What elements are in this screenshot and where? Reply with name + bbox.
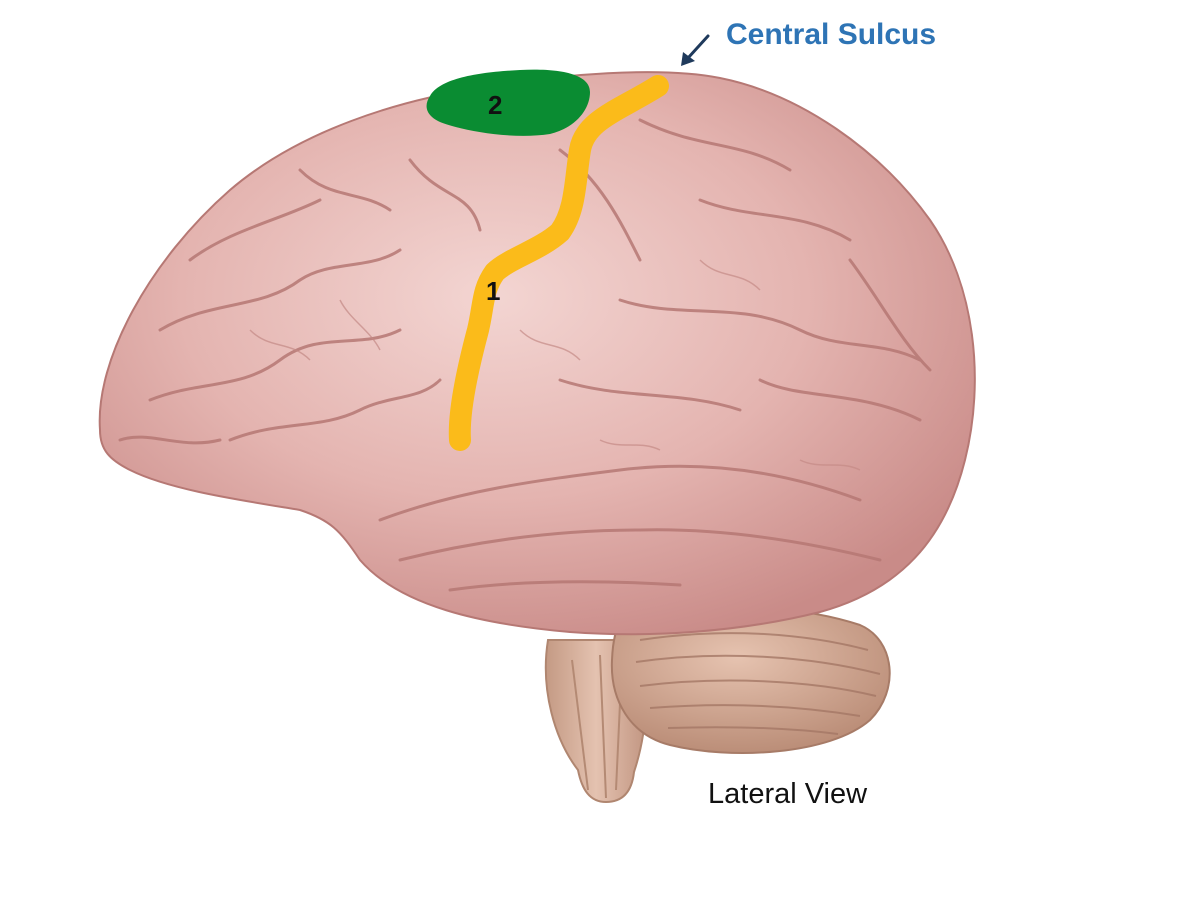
view-caption: Lateral View — [708, 778, 868, 810]
cerebral-cortex — [98, 71, 976, 636]
marker-2-label: 2 — [488, 90, 503, 120]
marker-1-label: 1 — [486, 276, 501, 306]
region-2-marker — [426, 69, 590, 136]
arrow-down-left-icon — [681, 34, 710, 66]
central-sulcus-label: Central Sulcus — [726, 18, 937, 51]
central-sulcus-line — [448, 75, 669, 451]
